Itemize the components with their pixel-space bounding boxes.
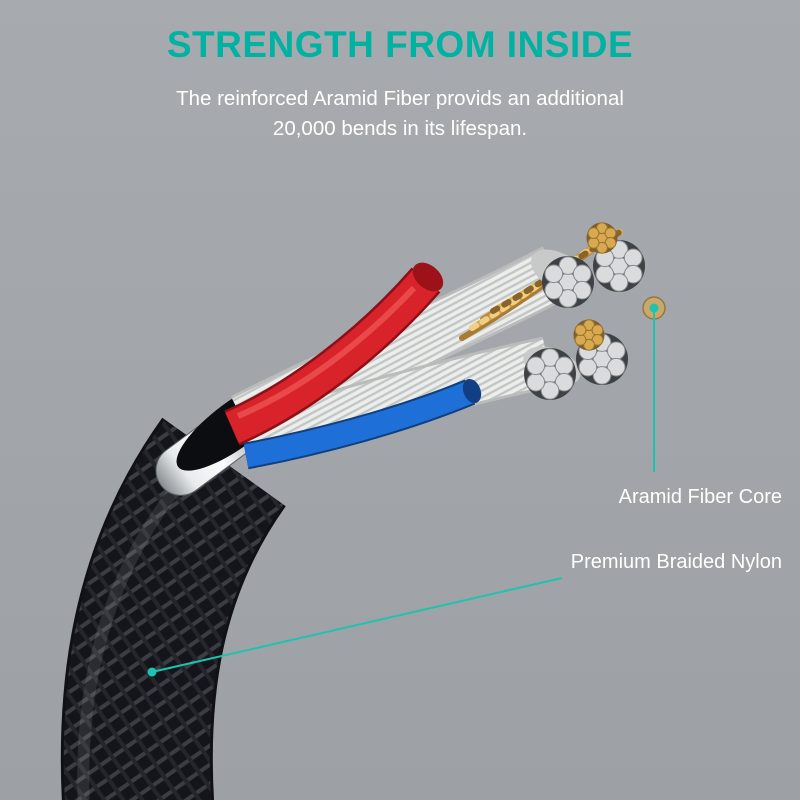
red-insulated-wire xyxy=(224,262,444,446)
subtitle-line-1: The reinforced Aramid Fiber provids an a… xyxy=(176,87,624,110)
white-insulated-wire-lower xyxy=(239,336,554,469)
braided-nylon-cable xyxy=(60,417,287,800)
callout-line-braided-nylon xyxy=(147,577,563,677)
blue-insulated-wire xyxy=(243,378,482,470)
callout-dot-aramid-core xyxy=(649,303,659,313)
subtitle-line-2: 20,000 bends in its lifespan. xyxy=(272,117,528,140)
red-wire-cut-face xyxy=(412,262,444,292)
stranded-wire-cross-section xyxy=(523,347,577,401)
aramid-fiber-bundle xyxy=(573,319,605,351)
page-title: STRENGTH FROM INSIDE xyxy=(166,24,634,65)
callout-line-aramid-core xyxy=(649,303,659,472)
aramid-fiber-bundle xyxy=(586,222,618,254)
callout-dot-braided-nylon xyxy=(147,667,157,677)
blue-wire-cut-face xyxy=(462,378,482,404)
stranded-wire-cross-section xyxy=(541,255,595,309)
subtitle: The reinforced Aramid Fiber provids an a… xyxy=(0,84,800,144)
cable-sheen-highlight xyxy=(77,482,183,800)
callout-label-premium-braided-nylon: Premium Braided Nylon xyxy=(570,551,782,573)
callout-label-aramid-fiber-core: Aramid Fiber Core xyxy=(618,486,782,508)
